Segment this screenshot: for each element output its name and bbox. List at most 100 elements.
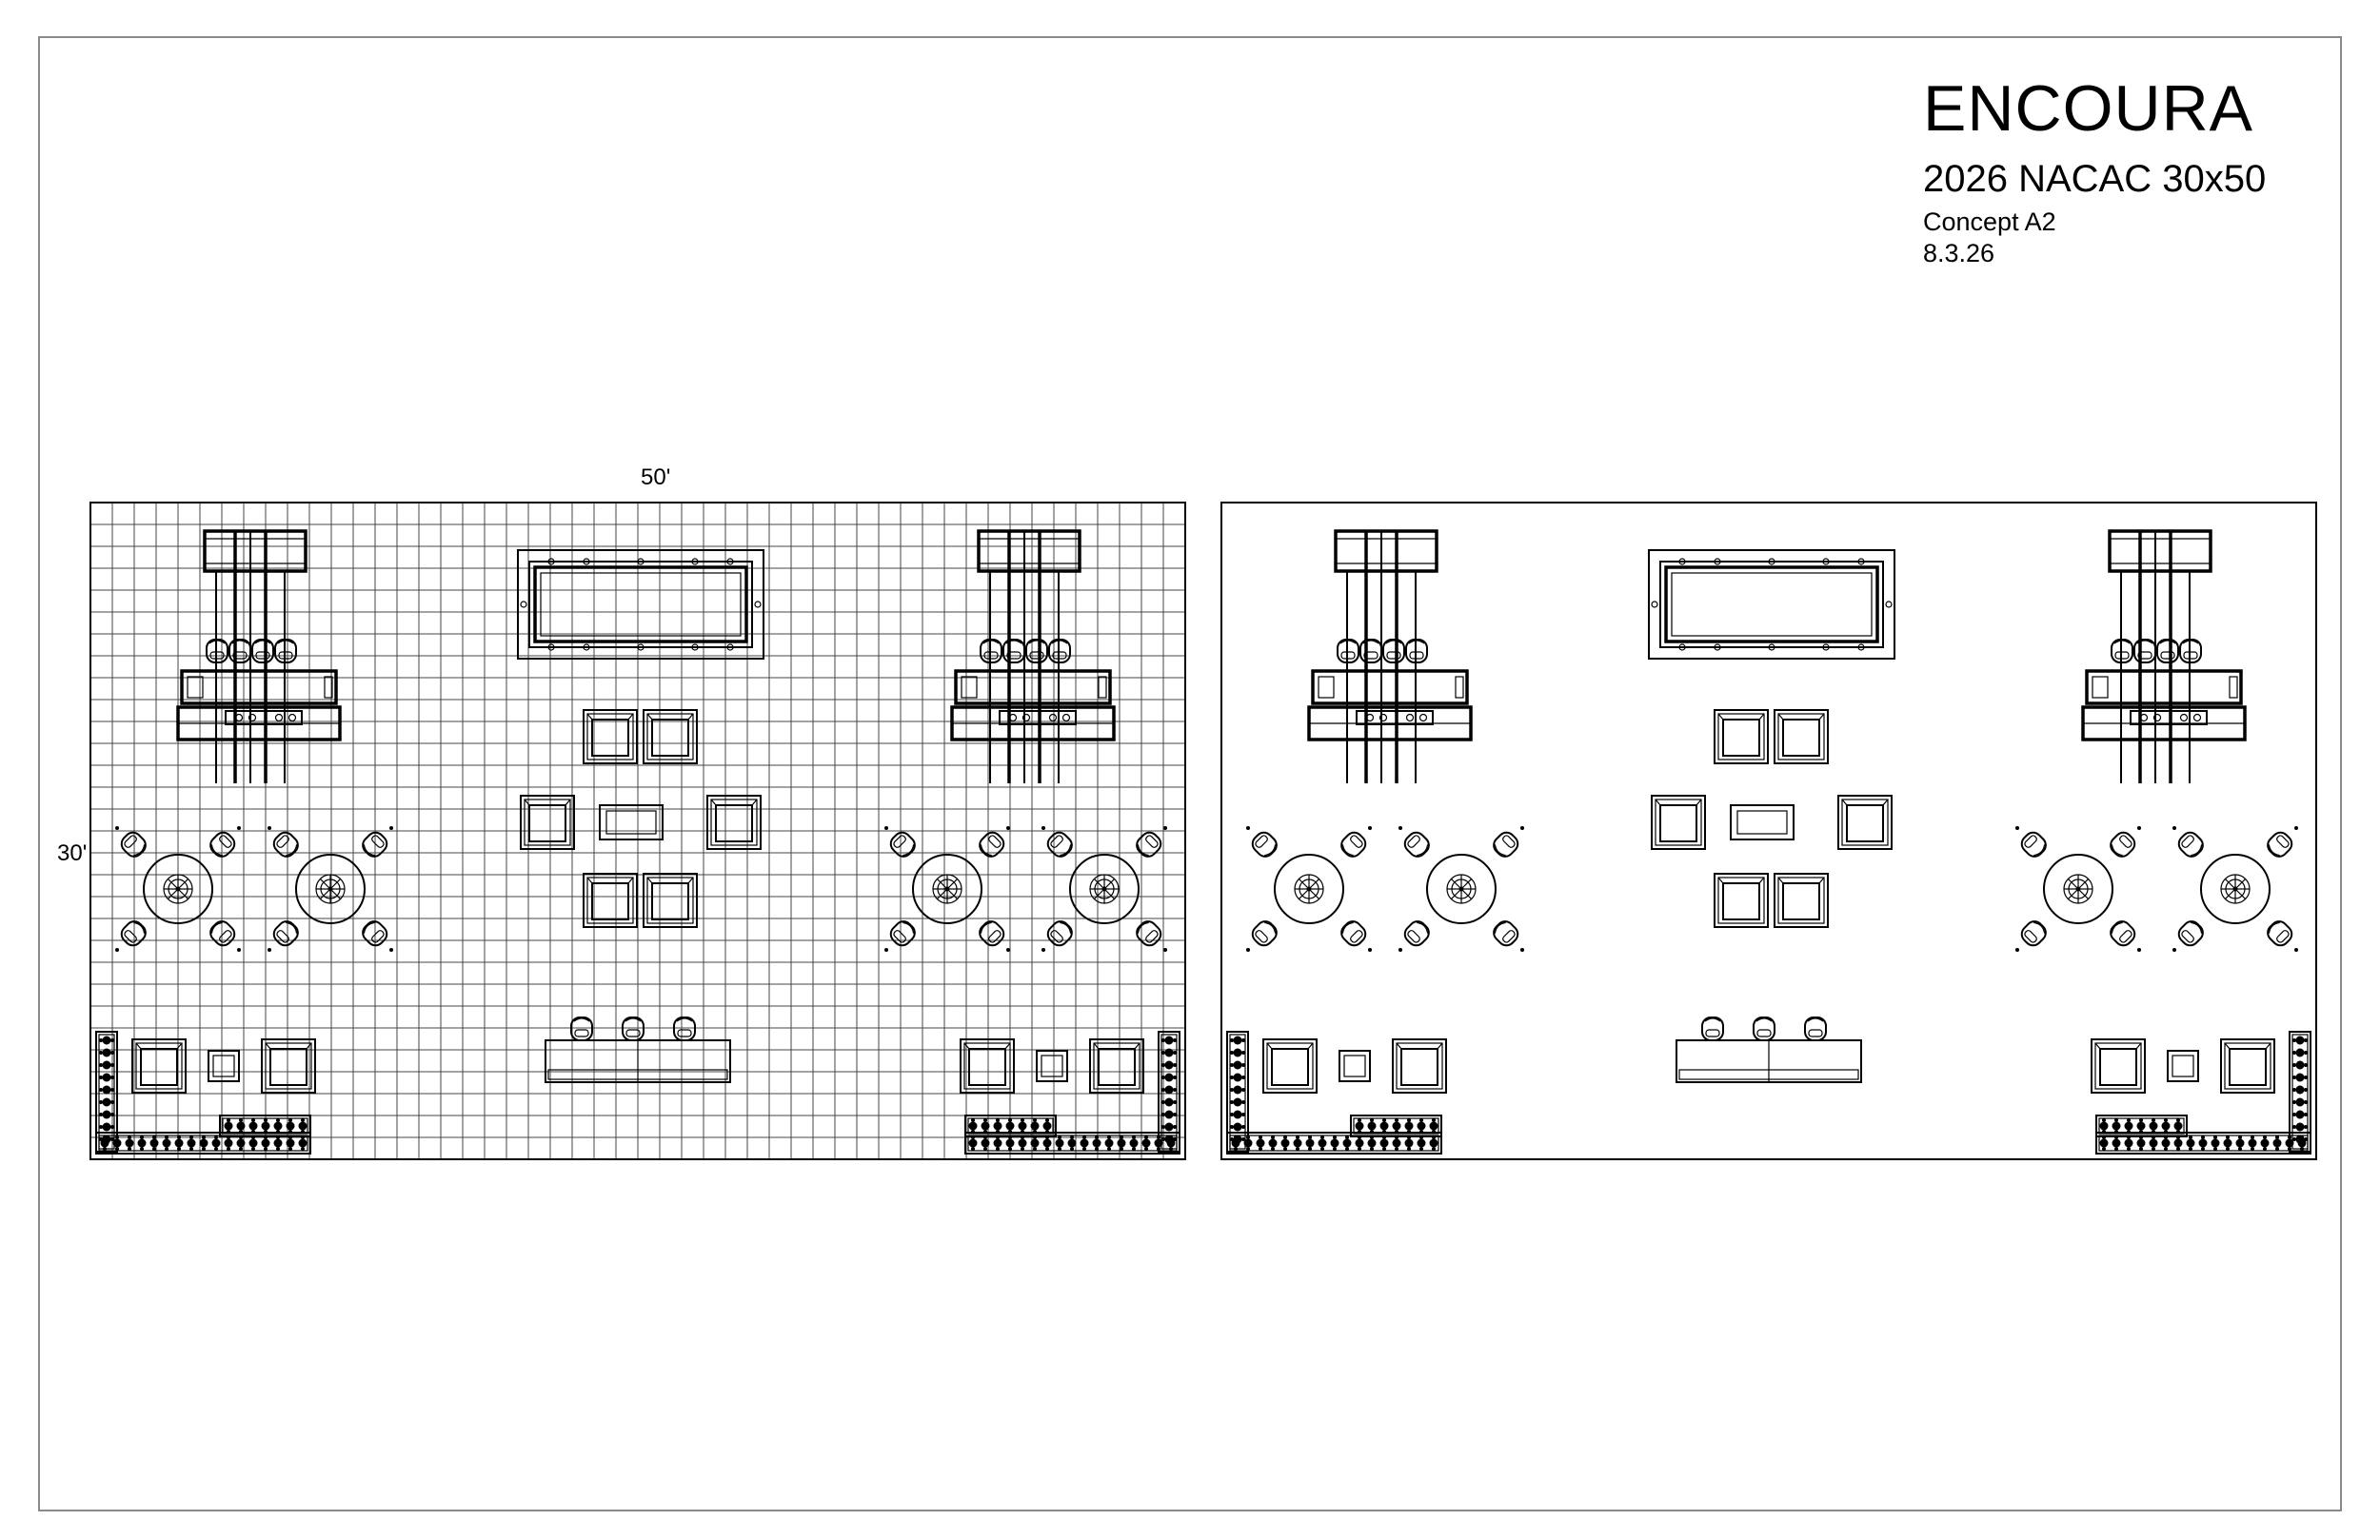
lounge-chair-icon [1262,1038,1318,1094]
round-table-icon [1274,854,1344,924]
title-block: ENCOURA 2026 NACAC 30x50 Concept A2 8.3.… [1923,76,2266,267]
lounge-chair-icon [643,873,698,928]
bench-seating [545,1017,731,1083]
chair-icon [1403,831,1430,858]
chair-icon [1493,920,1519,947]
chair-icon [362,831,388,858]
lounge-corner-set [1226,1031,1447,1155]
concept-name: Concept A2 [1923,207,2056,236]
chair-icon [979,831,1005,858]
counter-tower-station [1307,529,1473,783]
chair-icon [209,920,236,947]
lounge-chair-icon [261,1038,316,1094]
chair-icon [622,1017,645,1041]
client-name: ENCOURA [1923,72,2254,145]
lounge-chair-icon [1774,873,1829,928]
lounge-chair-icon [583,873,638,928]
drawing-sheet-border [38,36,2342,1511]
central-lounge-group [520,709,762,928]
round-table-icon [2043,854,2113,924]
chair-icon [2110,831,2136,858]
round-table-icon [1069,854,1140,924]
chair-icon [362,920,388,947]
chair-icon [2179,639,2202,663]
chair-icon [2267,831,2293,858]
video-wall-monitor [1648,549,1895,660]
video-wall-monitor [517,549,764,660]
round-table-icon [295,854,366,924]
planter-box [964,1115,1057,1137]
round-table-icon [912,854,982,924]
planter-box [219,1115,311,1137]
chair-icon [1753,1017,1775,1041]
planter-box [1158,1031,1180,1153]
planter-box [95,1132,311,1155]
chair-icon [1337,639,1359,663]
chair-icon [889,831,916,858]
chair-icon [2267,920,2293,947]
chair-icon [1025,639,1048,663]
lounge-chair-icon [2091,1038,2146,1094]
counter-tower-station [176,529,342,783]
planter-box [2289,1031,2311,1153]
chair-icon [2110,920,2136,947]
lounge-chair-icon [706,795,762,850]
chair-icon [228,639,251,663]
chair-icon [1701,1017,1724,1041]
chair-icon [1136,831,1162,858]
chair-icon [1046,920,1073,947]
coffee-table-icon [1730,804,1795,840]
chair-icon [1046,831,1073,858]
chair-icon [2020,920,2047,947]
round-table-icon [1426,854,1497,924]
lounge-chair-icon [1714,873,1769,928]
planter-box [1350,1115,1442,1137]
chair-icon [120,831,147,858]
booth-outline [1220,502,2317,1160]
chair-icon [570,1017,593,1041]
coffee-table-icon [599,804,664,840]
chair-icon [2133,639,2156,663]
chair-icon [120,920,147,947]
cafe-table-set [115,826,241,952]
cafe-table-set [1246,826,1372,952]
chair-icon [1340,920,1367,947]
lounge-chair-icon [520,795,575,850]
chair-icon [1804,1017,1827,1041]
lounge-corner-set [960,1031,1180,1155]
planter-box [1226,1031,1249,1153]
side-table-icon [208,1050,240,1082]
counter-tower-station [950,529,1116,783]
project-name: 2026 NACAC 30x50 [1923,158,2267,200]
chair-icon [209,831,236,858]
lounge-chair-icon [643,709,698,764]
chair-icon [251,639,274,663]
chair-icon [1493,831,1519,858]
floor-plan-clean [1220,502,2317,1160]
lounge-chair-icon [131,1038,187,1094]
cafe-table-set [884,826,1010,952]
chair-icon [979,920,1005,947]
chair-icon [2020,831,2047,858]
round-table-icon [2200,854,2271,924]
chair-icon [2177,831,2204,858]
lounge-corner-set [2091,1031,2311,1155]
chair-icon [272,920,299,947]
width-dimension-label: 50' [641,464,671,490]
planter-box [95,1031,118,1153]
lounge-chair-icon [583,709,638,764]
chair-icon [673,1017,696,1041]
depth-dimension-label: 30' [57,840,88,866]
lounge-chair-icon [1837,795,1893,850]
chair-icon [1382,639,1405,663]
lounge-chair-icon [960,1038,1015,1094]
cafe-table-set [1041,826,1167,952]
chair-icon [274,639,297,663]
chair-icon [1359,639,1382,663]
chair-icon [1340,831,1367,858]
cafe-table-set [2015,826,2141,952]
chair-icon [1405,639,1428,663]
floor-plan-gridded [89,502,1186,1160]
chair-icon [980,639,1002,663]
lounge-corner-set [95,1031,316,1155]
